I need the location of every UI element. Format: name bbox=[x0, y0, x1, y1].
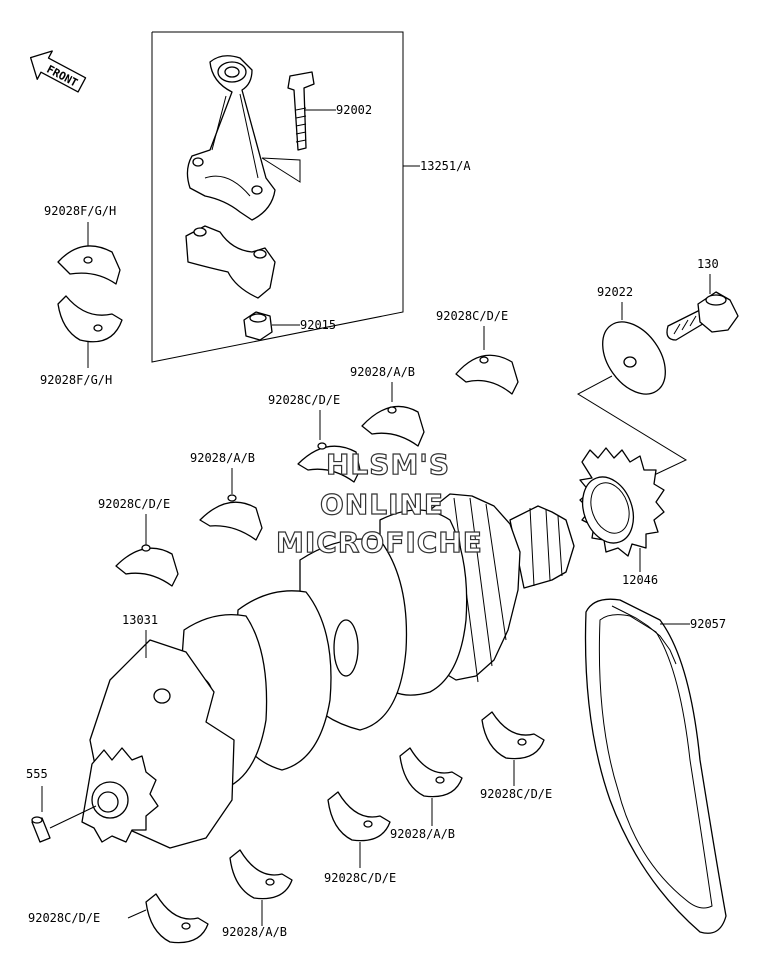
label-13251A: 13251/A bbox=[420, 159, 471, 173]
dowel-pin-icon bbox=[31, 816, 51, 843]
label-555: 555 bbox=[26, 767, 48, 781]
front-arrow-icon: FRONT bbox=[29, 50, 87, 93]
label-92028CDE-a: 92028C/D/E bbox=[436, 309, 508, 323]
conrod-cap-icon bbox=[185, 225, 276, 299]
bearing-shell-icon bbox=[455, 354, 519, 395]
flange-bolt-icon bbox=[666, 291, 739, 341]
label-13031: 13031 bbox=[122, 613, 158, 627]
bearing-shell-icon bbox=[481, 711, 545, 760]
bearing-shell-icon bbox=[229, 849, 293, 900]
label-92015: 92015 bbox=[300, 318, 336, 332]
conrod-nut-icon bbox=[243, 311, 273, 341]
label-12046: 12046 bbox=[622, 573, 658, 587]
label-92028CDE-e: 92028C/D/E bbox=[324, 871, 396, 885]
label-92028CDE-d: 92028C/D/E bbox=[480, 787, 552, 801]
label-92028CDE-b: 92028C/D/E bbox=[268, 393, 340, 407]
label-92028CDE-f: 92028C/D/E bbox=[28, 911, 100, 925]
label-92022: 92022 bbox=[597, 285, 633, 299]
conrod-bolt-icon bbox=[287, 71, 315, 151]
label-92028CDE-c: 92028C/D/E bbox=[98, 497, 170, 511]
bearing-shell-icon bbox=[297, 442, 361, 483]
bearing-shell-icon bbox=[145, 893, 209, 944]
bearing-shell-icon bbox=[399, 747, 463, 798]
label-92028AB-a: 92028/A/B bbox=[350, 365, 415, 379]
label-92028AB-b: 92028/A/B bbox=[190, 451, 255, 465]
bearing-shell-icon bbox=[361, 405, 425, 447]
label-92028FGH-top: 92028F/G/H bbox=[44, 204, 116, 218]
label-130: 130 bbox=[697, 257, 719, 271]
bearing-shell-icon bbox=[57, 245, 121, 285]
bearing-shell-icon bbox=[57, 295, 123, 343]
cam-chain-icon bbox=[584, 598, 727, 934]
timing-sprocket-icon bbox=[579, 447, 665, 557]
label-92028FGH-bot: 92028F/G/H bbox=[40, 373, 112, 387]
watermark-line2: ONLINE bbox=[320, 488, 444, 521]
label-92002: 92002 bbox=[336, 103, 372, 117]
label-92028AB-c: 92028/A/B bbox=[390, 827, 455, 841]
bearing-shell-icon bbox=[327, 791, 391, 842]
watermark-line1: HLSM'S bbox=[326, 448, 450, 481]
watermark-line3: MICROFICHE bbox=[276, 526, 483, 559]
conrod-assembly-box bbox=[151, 31, 420, 363]
bearing-shell-icon bbox=[199, 494, 263, 541]
connecting-rod-icon bbox=[186, 55, 276, 221]
bearing-shell-icon bbox=[115, 544, 179, 587]
crankshaft-icon bbox=[81, 493, 575, 849]
watermark: HLSM'S ONLINE MICROFICHE bbox=[275, 447, 483, 559]
label-92057: 92057 bbox=[690, 617, 726, 631]
washer-icon bbox=[602, 321, 666, 395]
label-92028AB-d: 92028/A/B bbox=[222, 925, 287, 939]
